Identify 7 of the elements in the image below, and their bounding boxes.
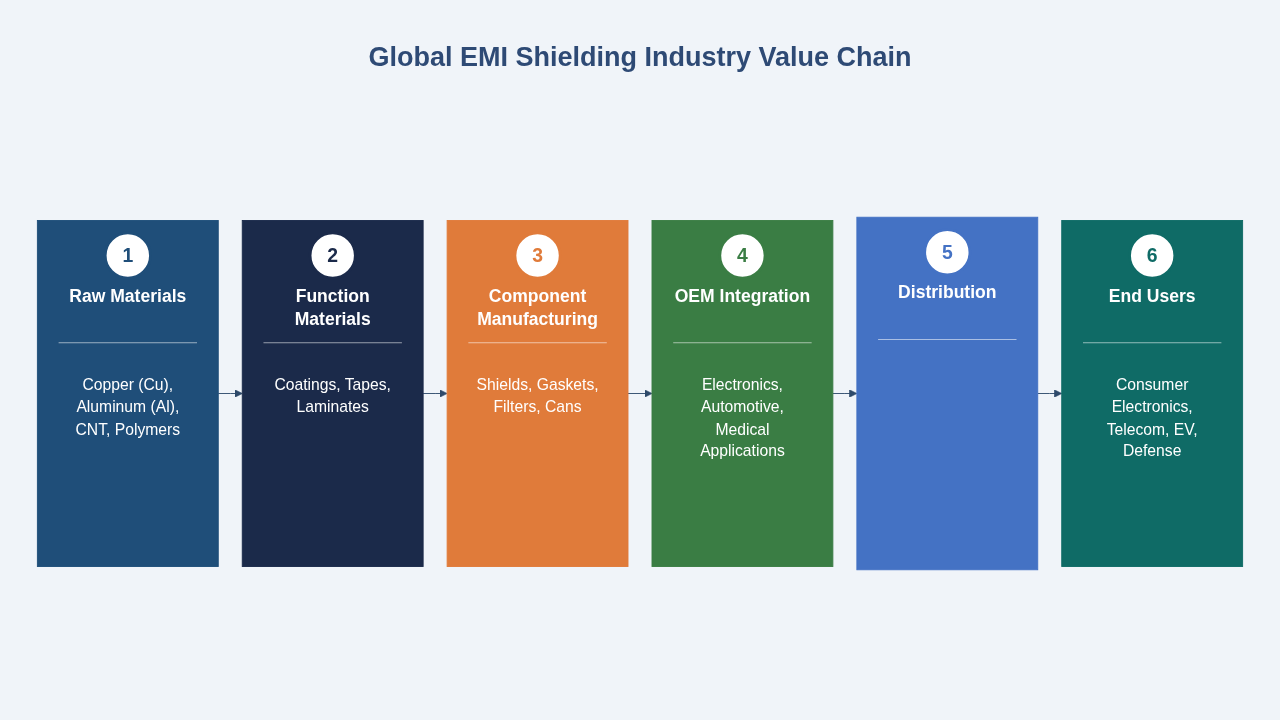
node-box: 5 Distribution <box>856 216 1039 571</box>
node-box: 2 Function Materials Coatings, Tapes, Laminates <box>241 220 424 567</box>
node-box: 1 Raw Materials Copper (Cu), Aluminum (Al), CNT, Polymers <box>36 220 219 567</box>
node-box: 4 OEM Integration Electronics, Automotive, Medical Applications <box>651 220 834 567</box>
node-box: 6 End Users Consumer Electronics, Telecom, EV, Defense <box>1061 220 1244 567</box>
node-box: 3 Component Manufacturing Shields, Gaskets, Filters, Cans <box>446 220 629 567</box>
diagram-title: Global EMI Shielding Industry Value Chain <box>368 42 912 73</box>
